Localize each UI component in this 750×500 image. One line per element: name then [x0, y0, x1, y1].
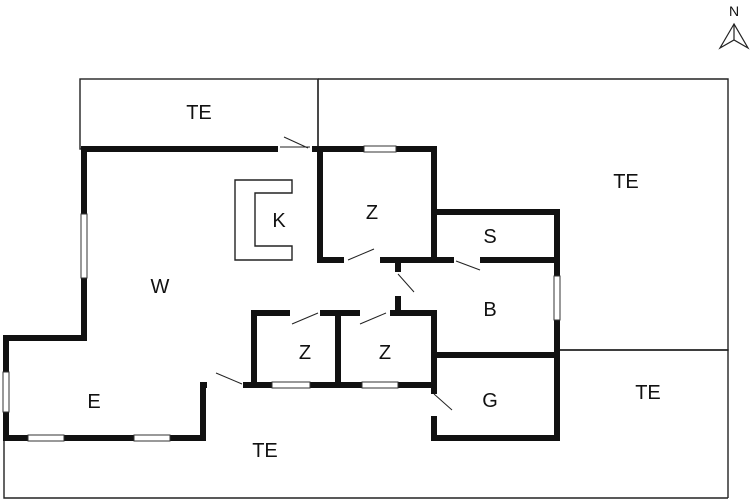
label-terrace-bottom: TE — [252, 440, 278, 462]
door-swing-room-top — [347, 248, 375, 261]
windows — [2, 145, 561, 442]
north-label: N — [729, 3, 739, 19]
terrace-right-outline — [560, 349, 729, 498]
label-terrace-top-left: TE — [186, 102, 212, 124]
door-opening-terrace — [278, 145, 312, 153]
terrace-bottom-outline — [3, 438, 728, 499]
label-terrace-top-right: TE — [613, 171, 639, 193]
doors — [207, 136, 481, 416]
kitchen-counter — [234, 179, 293, 261]
window-entrance-south-1 — [27, 434, 65, 442]
door-opening-room-left — [290, 309, 320, 317]
door-opening-storage — [454, 256, 480, 264]
label-room-top: Z — [366, 202, 378, 224]
door-swing-entrance — [215, 372, 243, 385]
window-room-left — [271, 381, 311, 389]
door-swing-garage — [433, 393, 453, 411]
door-opening-entrance — [207, 381, 243, 389]
label-entrance: E — [87, 391, 100, 413]
door-swing-bathroom — [397, 273, 415, 293]
label-terrace-right: TE — [635, 382, 661, 404]
label-kitchen: K — [272, 210, 286, 232]
door-opening-garage — [430, 394, 438, 416]
window-entrance-south-2 — [133, 434, 171, 442]
window-room-top — [363, 145, 397, 153]
door-opening-room-right — [360, 309, 390, 317]
door-swing-room-left — [291, 312, 319, 325]
label-bathroom: B — [483, 299, 496, 321]
door-swing-storage — [455, 260, 481, 271]
room-labels: TE TE TE TE W K Z Z Z B S G E — [87, 102, 660, 462]
door-opening-bathroom — [394, 272, 402, 296]
label-living: W — [151, 276, 170, 298]
door-opening-room-top — [344, 256, 380, 264]
door-swing-room-right — [359, 312, 387, 325]
label-storage: S — [483, 226, 496, 248]
label-room-left: Z — [299, 342, 311, 364]
door-swing-terrace — [283, 136, 309, 149]
window-entrance-west — [2, 371, 10, 413]
window-bathroom — [553, 275, 561, 321]
label-garage: G — [482, 390, 498, 412]
window-room-right — [361, 381, 399, 389]
label-room-right: Z — [379, 342, 391, 364]
north-arrow-icon — [718, 22, 750, 50]
window-living-west — [80, 213, 88, 279]
small-rooms-wall — [251, 310, 437, 388]
